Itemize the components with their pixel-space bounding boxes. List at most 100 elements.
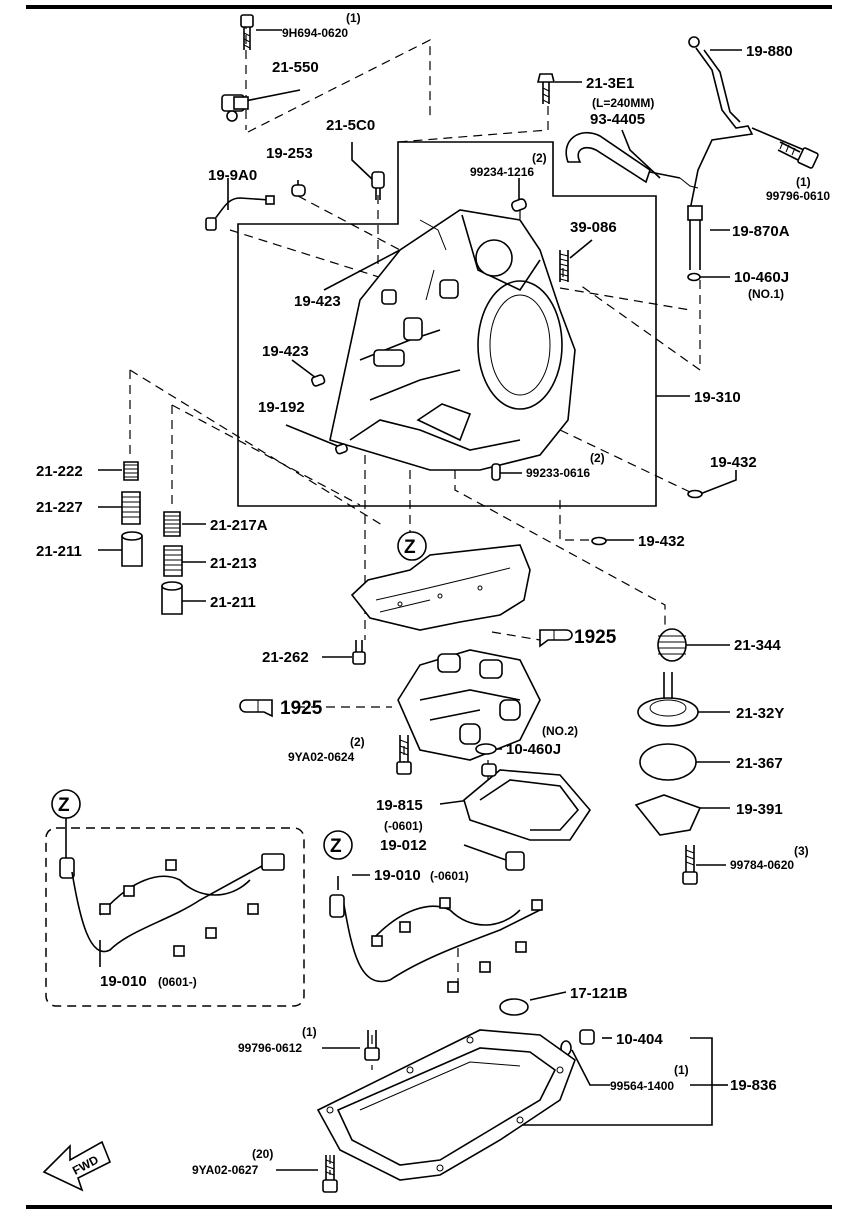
- drain-plug-10-404-drawing: [579, 1029, 595, 1045]
- label-9ya02-0624: 9YA02-0624: [288, 750, 355, 764]
- reference-1925-upper: 1925: [574, 627, 617, 648]
- label-21-5c0: 21-5C0: [326, 117, 375, 134]
- label-19-870a: 19-870A: [732, 223, 790, 240]
- transmission-case-19-310-drawing: [329, 209, 576, 471]
- label-21-211-left: 21-211: [36, 543, 82, 560]
- wiring-harness-19-010-drawing: [329, 894, 543, 993]
- label-99564-1400: 99564-1400: [610, 1079, 674, 1093]
- dowel-99234-1216-drawing: [511, 198, 527, 212]
- bolt-21-262-drawing: [352, 640, 366, 665]
- dipstick-tube-drawing: [679, 36, 754, 270]
- bolt-99796-0610-drawing: [777, 141, 819, 169]
- o-ring-10-460j-no2-drawing: [475, 743, 497, 755]
- label-0601-plus: (0601-): [158, 975, 197, 989]
- pointing-hand-icon: [539, 629, 573, 648]
- label-length-240mm: (L=240MM): [592, 96, 654, 110]
- z-marker-circle-2: [51, 789, 81, 819]
- label-99233-0616: 99233-0616: [526, 466, 590, 480]
- bolt-21-3e1-drawing: [536, 73, 556, 104]
- label-93-4405: 93-4405: [590, 111, 645, 128]
- wiring-harness-19-010-alt-drawing: [59, 853, 285, 957]
- o-ring-10-460j-no1-drawing: [687, 272, 701, 282]
- qty-99234-1216: (2): [532, 151, 547, 165]
- label-19-836: 19-836: [730, 1077, 777, 1094]
- springs-left-drawing: [121, 461, 183, 615]
- label-minus-0601-b: (-0601): [430, 869, 469, 883]
- label-99796-0612: 99796-0612: [238, 1041, 302, 1055]
- label-21-262: 21-262: [262, 649, 309, 666]
- qty-9h694-0620: (1): [346, 11, 361, 25]
- spring-21-344-drawing: [657, 628, 687, 662]
- top-border-rule: [26, 5, 832, 9]
- label-no1: (NO.1): [748, 287, 784, 301]
- label-21-550: 21-550: [272, 59, 319, 76]
- z-marker-circle-1: [397, 531, 427, 561]
- o-ring-21-367-drawing: [639, 743, 697, 781]
- stud-39-086-drawing: [559, 250, 569, 282]
- plug-19-423-drawing: [311, 374, 326, 387]
- reference-1925-lower: 1925: [280, 698, 323, 719]
- label-21-211-right: 21-211: [210, 594, 256, 611]
- qty-99796-0610: (1): [796, 175, 811, 189]
- separator-plate-drawing: [350, 544, 531, 631]
- bottom-border-rule: [26, 1205, 832, 1209]
- label-99234-1216: 99234-1216: [470, 165, 534, 179]
- label-19-880: 19-880: [746, 43, 793, 60]
- switch-19-012-drawing: [505, 851, 525, 871]
- label-21-3e1: 21-3E1: [586, 75, 634, 92]
- z-marker-circle-3: [323, 830, 353, 860]
- label-21-222: 21-222: [36, 463, 83, 480]
- label-19-010-alt: 19-010: [100, 973, 147, 990]
- label-no2: (NO.2): [542, 724, 578, 738]
- label-minus-0601-a: (-0601): [384, 819, 423, 833]
- z-marker-1-text: Z: [404, 537, 416, 558]
- qty-9ya02-0624: (2): [350, 735, 365, 749]
- label-19-391: 19-391: [736, 801, 783, 818]
- label-21-344: 21-344: [734, 637, 781, 654]
- bolt-99784-0620-drawing: [682, 845, 698, 885]
- bolt-9ya02-0624-drawing: [396, 735, 412, 775]
- o-ring-19-432-upper-drawing: [687, 489, 703, 499]
- label-19-815: 19-815: [376, 797, 423, 814]
- bolt-9ya02-0627-drawing: [322, 1155, 338, 1193]
- label-19-423-lower: 19-423: [262, 343, 309, 360]
- label-39-086: 39-086: [570, 219, 617, 236]
- label-21-213: 21-213: [210, 555, 257, 572]
- valve-body-drawing: [397, 649, 541, 761]
- qty-99564-1400: (1): [674, 1063, 689, 1077]
- label-9ya02-0627: 9YA02-0627: [192, 1163, 259, 1177]
- dowel-99233-0616-drawing: [491, 463, 501, 481]
- label-19-9a0: 19-9A0: [208, 167, 257, 184]
- oil-strainer-19-815-drawing: [463, 763, 592, 841]
- magnet-17-121b-drawing: [499, 998, 529, 1016]
- label-21-32y: 21-32Y: [736, 705, 784, 722]
- bolt-9h694-0620-drawing: [240, 14, 254, 50]
- label-99796-0610: 99796-0610: [766, 189, 830, 203]
- plug-19-253-drawing: [291, 184, 306, 197]
- case-assembly-frame: [237, 141, 657, 507]
- label-21-367: 21-367: [736, 755, 783, 772]
- oil-pan-19-836-drawing: [316, 1029, 576, 1181]
- label-21-217a: 21-217A: [210, 517, 268, 534]
- plug-19-192-drawing: [334, 443, 348, 455]
- z-marker-2-text: Z: [58, 795, 70, 816]
- label-19-432-upper: 19-432: [710, 454, 757, 471]
- label-19-432-lower: 19-432: [638, 533, 685, 550]
- o-ring-19-432-lower-drawing: [591, 536, 607, 546]
- label-10-460j-no2: 10-460J: [506, 741, 561, 758]
- sensor-21-550-drawing: [221, 94, 249, 122]
- bolt-99796-0612-drawing: [364, 1030, 380, 1061]
- piston-21-32y-drawing: [637, 672, 699, 727]
- label-19-423-upper: 19-423: [294, 293, 341, 310]
- harness-19-010-alt-box: [45, 827, 305, 1007]
- label-19-310: 19-310: [694, 389, 741, 406]
- label-19-192: 19-192: [258, 399, 305, 416]
- label-9h694-0620: 9H694-0620: [282, 26, 348, 40]
- label-10-460j-no1: 10-460J: [734, 269, 789, 286]
- sensor-wire-19-9a0-drawing: [205, 195, 275, 231]
- label-10-404: 10-404: [616, 1031, 663, 1048]
- cover-19-391-drawing: [634, 794, 702, 836]
- hose-93-4405-drawing: [565, 131, 681, 184]
- z-marker-3-text: Z: [330, 836, 342, 857]
